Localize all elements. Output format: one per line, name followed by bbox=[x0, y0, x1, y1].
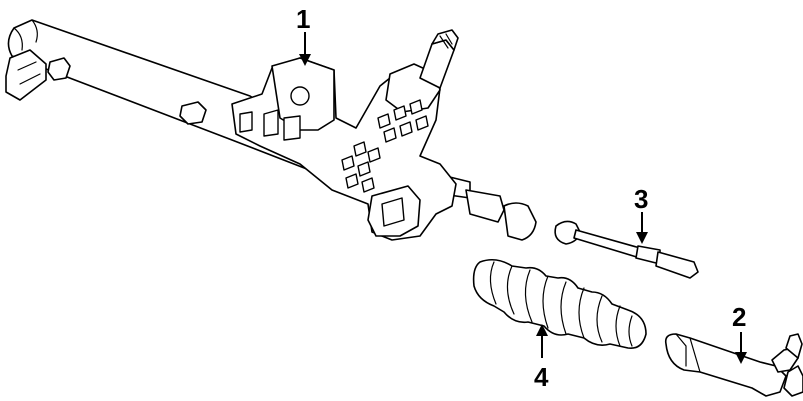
left-bolt bbox=[47, 57, 71, 81]
callout-1-arrowhead bbox=[299, 54, 311, 66]
steering-rack-assembly bbox=[5, 19, 537, 241]
pinion-shaft bbox=[419, 39, 455, 89]
callout-2-arrowhead bbox=[735, 352, 747, 364]
pinion-splines bbox=[431, 29, 459, 51]
callout-4-label: 4 bbox=[534, 362, 549, 392]
rack-end-cap bbox=[503, 202, 537, 241]
rack-end-stub bbox=[465, 189, 505, 223]
callout-3-label: 3 bbox=[634, 184, 648, 214]
callout-1: 1 bbox=[296, 4, 311, 66]
mount-hole bbox=[290, 86, 310, 106]
callout-2: 2 bbox=[732, 302, 747, 364]
callout-4-arrowhead bbox=[536, 324, 548, 336]
housing-nub bbox=[179, 101, 207, 125]
tie-rod-end bbox=[664, 333, 803, 397]
rack-boot bbox=[472, 258, 647, 350]
inner-tie-rod bbox=[554, 220, 699, 279]
callout-1-label: 1 bbox=[296, 4, 310, 34]
callout-2-label: 2 bbox=[732, 302, 746, 332]
callout-3-arrowhead bbox=[636, 232, 648, 244]
callout-3: 3 bbox=[634, 184, 648, 244]
valve-ports bbox=[341, 99, 429, 193]
callout-4: 4 bbox=[534, 324, 549, 392]
